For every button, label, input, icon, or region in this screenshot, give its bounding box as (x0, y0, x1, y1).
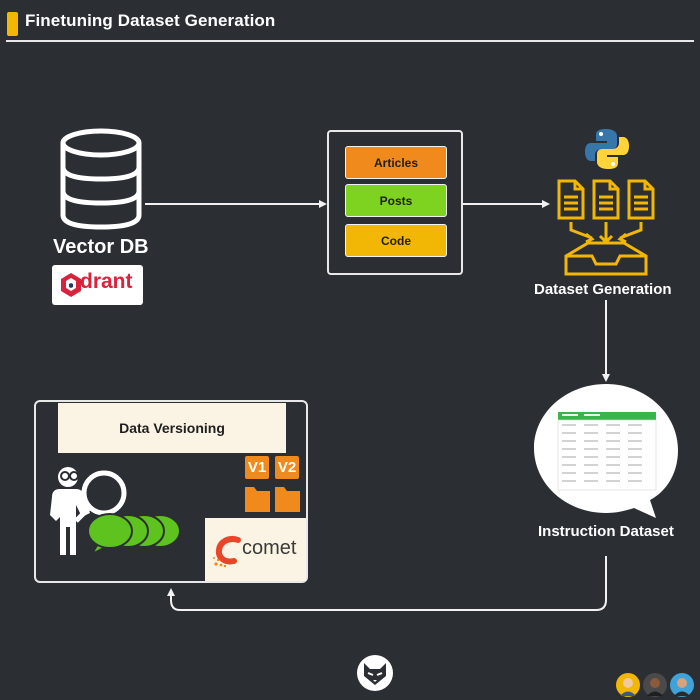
database-icon (60, 128, 142, 230)
version-tag-v2: V2 (275, 456, 299, 479)
qdrant-hexagon-icon (61, 273, 81, 297)
document-icon (557, 179, 585, 220)
instruction-dataset-label: Instruction Dataset (538, 523, 674, 540)
version-tag-v1: V1 (245, 456, 269, 479)
author-avatars (616, 673, 694, 697)
avatar (616, 673, 640, 697)
avatar (643, 673, 667, 697)
fox-logo-icon (357, 655, 393, 691)
chat-bubbles-icon (87, 513, 181, 556)
qdrant-logo-text: drant (80, 270, 133, 293)
header-accent-bar (7, 12, 18, 36)
pill-posts: Posts (345, 184, 447, 217)
data-versioning-title: Data Versioning (58, 403, 286, 453)
arrow-dataset-to-versioning (167, 556, 607, 611)
pill-code: Code (345, 224, 447, 257)
python-icon (585, 129, 629, 169)
dataset-generation-label: Dataset Generation (534, 281, 672, 298)
avatar (670, 673, 694, 697)
header-divider (6, 40, 694, 42)
person-magnifier-icon (50, 467, 127, 555)
inbox-icon (564, 241, 648, 276)
comet-logo: comet (205, 518, 306, 581)
document-icon (592, 179, 620, 220)
data-versioning-box (34, 400, 308, 583)
spreadsheet-icon (557, 412, 657, 491)
content-types-box: Articles Posts Code (327, 130, 463, 275)
comet-logo-text: comet (242, 537, 297, 559)
document-inbox-icon (557, 179, 655, 276)
folder-icon (245, 487, 300, 512)
page-title: Finetuning Dataset Generation (25, 11, 276, 30)
qdrant-logo: drant (52, 265, 143, 305)
spreadsheet-bubble-icon (534, 384, 678, 518)
pill-articles: Articles (345, 146, 447, 179)
document-icon (627, 179, 655, 220)
comet-logo-icon (213, 536, 241, 568)
vector-db-label: Vector DB (53, 236, 149, 258)
version-folders: V1 V2 (244, 456, 302, 514)
